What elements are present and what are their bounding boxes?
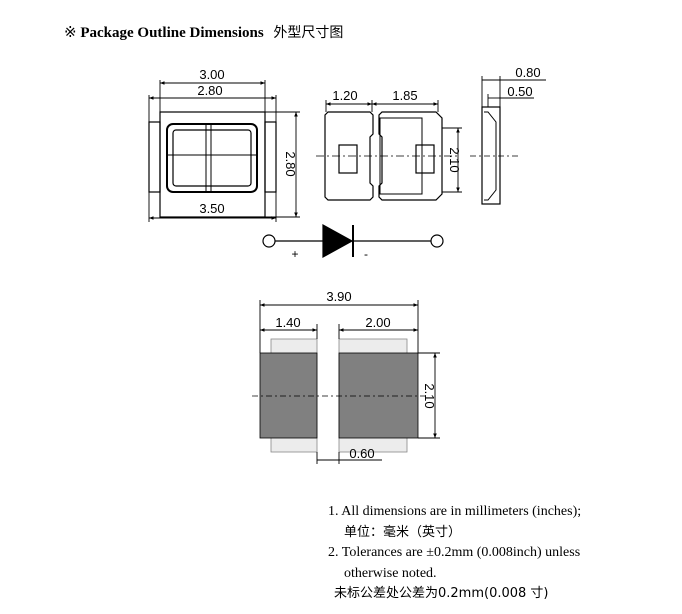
top-view: [148, 111, 277, 218]
bottom-right-terminal: [378, 111, 443, 201]
bottom-view-labels: 1.20 1.85 2.10: [332, 88, 462, 173]
dim-land-left: 1.40: [275, 315, 300, 330]
dim-land-height: 2.10: [422, 383, 437, 408]
bottom-view: [316, 111, 460, 201]
top-left-tab: [148, 121, 161, 193]
side-view-labels: 0.80 0.50: [507, 65, 540, 99]
dim-land-total: 3.90: [326, 289, 351, 304]
land-pattern-labels: 3.90 1.40 2.00 2.10 0.60: [275, 289, 437, 461]
land-right-pad: [338, 352, 419, 439]
dim-top-width-inner: 2.80: [197, 83, 222, 98]
dim-side-width-inner: 0.50: [507, 84, 532, 99]
dim-land-gap: 0.60: [349, 446, 374, 461]
top-view-labels: 3.00 2.80 2.80 3.50: [197, 67, 298, 216]
side-view: [470, 106, 520, 205]
dim-land-right: 2.00: [365, 315, 390, 330]
bottom-right-pad-window: [415, 144, 435, 174]
dim-bottom-pad1: 1.20: [332, 88, 357, 103]
cathode-terminal: [430, 234, 444, 248]
reference-mark: ※: [64, 25, 77, 41]
side-body-outline: [481, 106, 501, 205]
note-1-cn: 单位：毫米（英寸）: [344, 524, 462, 540]
dim-bottom-height: 2.10: [447, 147, 462, 172]
top-lens-inner: [172, 129, 252, 187]
side-view-dimensions: [481, 76, 546, 107]
note-2: 2. Tolerances are ±0.2mm (0.008inch) unl…: [328, 545, 581, 560]
top-right-tab: [264, 121, 277, 193]
notes-block: 1. All dimensions are in millimeters (in…: [328, 502, 668, 605]
land-pattern-dimensions: [259, 300, 440, 464]
dim-bottom-pad2: 1.85: [392, 88, 417, 103]
bottom-view-dimensions: [325, 100, 462, 193]
bottom-left-pad-window: [338, 144, 358, 174]
note-1: 1. All dimensions are in millimeters (in…: [328, 504, 582, 519]
side-lens-profile: [484, 111, 497, 201]
page-title: ※ Package Outline Dimensions 外型尺寸图: [64, 22, 343, 42]
note-2-cn: 未标公差处公差为0.2mm(0.008 寸): [334, 586, 549, 601]
title-chinese: 外型尺寸图: [273, 25, 344, 41]
diode-triangle: [322, 223, 354, 259]
dim-side-width: 0.80: [515, 65, 540, 80]
top-view-dimensions: [148, 80, 300, 222]
dim-top-width-outer: 3.00: [199, 67, 224, 82]
diode-symbol: [262, 223, 444, 259]
land-pattern: [252, 338, 428, 453]
dim-top-width-base: 3.50: [199, 201, 224, 216]
top-lens-outline: [166, 123, 258, 193]
polarity-plus: +: [291, 247, 298, 261]
note-2-cont: otherwise noted.: [344, 565, 437, 581]
land-left-pad: [259, 352, 318, 439]
polarity-minus: -: [364, 247, 368, 261]
bottom-left-terminal: [324, 111, 374, 201]
anode-terminal: [262, 234, 276, 248]
dim-top-height: 2.80: [283, 151, 298, 176]
title-english: Package Outline Dimensions: [80, 25, 264, 41]
